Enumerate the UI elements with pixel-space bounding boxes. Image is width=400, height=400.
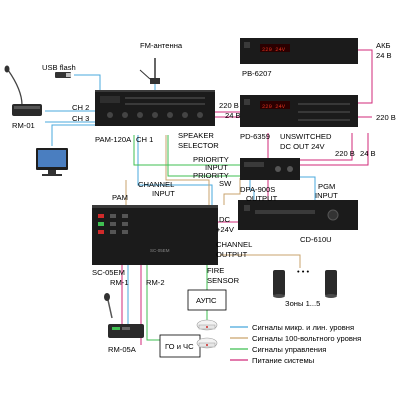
sc-05em: SC-05EM SC-05EM bbox=[92, 205, 218, 277]
v220-right-label: 220 В bbox=[376, 113, 396, 122]
line-cd-to-dpa bbox=[249, 178, 255, 200]
priority-input-label-1: PRIORITY bbox=[193, 155, 229, 164]
rm1-label: RM-1 bbox=[110, 278, 129, 287]
line-priority-sw bbox=[167, 135, 240, 177]
pam-120a-label: PAM-120A bbox=[95, 135, 132, 144]
usb-label: USB flash bbox=[42, 63, 76, 72]
zones-dots: • • • bbox=[297, 267, 310, 276]
smoke-detectors bbox=[196, 319, 218, 349]
unswitched-label-1: UNSWITCHED bbox=[280, 132, 332, 141]
legend-label-0: Сигналы микр. и лин. уровня bbox=[252, 323, 354, 332]
legend-label-3: Питание системы bbox=[252, 356, 314, 365]
line-power-akb bbox=[358, 49, 373, 104]
pb-6207: 220 24V PB-6207 bbox=[240, 38, 358, 78]
pd-6359: 220 24V PD-6359 bbox=[240, 95, 358, 141]
dc24-label-1: DC bbox=[219, 215, 230, 224]
pc-monitor bbox=[36, 148, 68, 176]
rm01-label: RM-01 bbox=[12, 121, 35, 130]
fire-sensor-label-2: SENSOR bbox=[207, 276, 240, 285]
pgm-input-label-2: INPUT bbox=[315, 191, 338, 200]
rm2-label: RM-2 bbox=[146, 278, 165, 287]
line-output bbox=[223, 178, 241, 205]
fm-antenna: FM-антенна bbox=[139, 41, 183, 84]
legend-label-2: Сигналы управления bbox=[252, 345, 326, 354]
v220-pam-label: 220 В bbox=[219, 101, 239, 110]
pam-120a: PAM-120A bbox=[95, 90, 215, 144]
pd-6359-label: PD-6359 bbox=[240, 132, 270, 141]
cd-610u: CD-610U bbox=[238, 200, 358, 244]
zone-speakers: • • • Зоны 1...5 bbox=[273, 267, 337, 308]
v220-dpa-label: 220 В bbox=[335, 149, 355, 158]
channel-input-label-1: CHANNEL bbox=[138, 180, 174, 189]
sc-brand: SC-05EM bbox=[150, 248, 170, 253]
fm-label: FM-антенна bbox=[140, 41, 183, 50]
rm01-microphone: RM-01 bbox=[4, 65, 42, 130]
line-pgm-input bbox=[300, 176, 316, 200]
pgm-input-label-1: PGM bbox=[318, 182, 335, 191]
v24-dpa-label: 24 В bbox=[360, 149, 376, 158]
dc24-label-2: +24V bbox=[216, 225, 235, 234]
line-rm2 bbox=[146, 265, 160, 341]
v24-pam-label: 24 В bbox=[225, 111, 241, 120]
line-pc bbox=[51, 124, 95, 146]
cd-610u-label: CD-610U bbox=[300, 235, 332, 244]
priority-sw-label-2: SW bbox=[219, 179, 232, 188]
pam-label: PAM bbox=[112, 193, 128, 202]
usb-flash: USB flash bbox=[42, 63, 76, 78]
unswitched-label-2: DC OUT 24V bbox=[280, 142, 326, 151]
akb-label-1: АКБ bbox=[376, 41, 390, 50]
ch3-label: CH 3 bbox=[72, 114, 89, 123]
line-channel-input bbox=[137, 135, 213, 205]
output-label: OUTPUT bbox=[246, 194, 278, 203]
legend: Сигналы микр. и лин. уровня Сигналы 100-… bbox=[230, 323, 361, 365]
sc-05em-label: SC-05EM bbox=[92, 268, 125, 277]
connection-labels: АКБ 24 В 220 В 24 В 220 В 220 В 24 В CH … bbox=[72, 41, 396, 287]
go-chs-box: ГО и ЧС bbox=[159, 334, 201, 358]
channel-output-label-2: OUTPUT bbox=[216, 250, 248, 259]
go-chs-label: ГО и ЧС bbox=[165, 342, 194, 351]
ch1-label: CH 1 bbox=[136, 135, 153, 144]
speaker-selector-label-1: SPEAKER bbox=[178, 131, 214, 140]
rm05a-label: RM-05A bbox=[108, 345, 137, 354]
pb-6207-label: PB-6207 bbox=[242, 69, 272, 78]
line-usb bbox=[74, 74, 101, 90]
akb-label-2: 24 В bbox=[376, 51, 392, 60]
legend-label-1: Сигналы 100-вольтного уровня bbox=[252, 334, 361, 343]
dpa-900s: DPA-900S bbox=[240, 158, 300, 194]
rm05a-microphone: RM-05A bbox=[104, 293, 144, 354]
priority-input-label-2: INPUT bbox=[205, 163, 228, 172]
channel-input-label-2: INPUT bbox=[152, 189, 175, 198]
line-channel-output bbox=[220, 254, 301, 268]
line-power-dpa220 bbox=[300, 133, 353, 161]
line-power-dpa24 bbox=[300, 133, 369, 166]
line-priority-input bbox=[133, 135, 240, 166]
zones-label: Зоны 1...5 bbox=[285, 299, 320, 308]
line-speaker-selector bbox=[165, 135, 210, 205]
pd-display: 220 24V bbox=[262, 103, 286, 110]
aups-box: АУПС bbox=[187, 289, 227, 311]
aups-label: АУПС bbox=[196, 296, 217, 305]
speaker-selector-label-2: SELECTOR bbox=[178, 141, 219, 150]
priority-sw-label-1: PRIORITY bbox=[193, 171, 229, 180]
ch2-label: CH 2 bbox=[72, 103, 89, 112]
pb-display: 220 24V bbox=[262, 46, 286, 53]
fire-sensor-label-1: FIRE bbox=[207, 266, 224, 275]
dpa-900s-label: DPA-900S bbox=[240, 185, 275, 194]
channel-output-label-1: CHANNEL bbox=[216, 240, 252, 249]
